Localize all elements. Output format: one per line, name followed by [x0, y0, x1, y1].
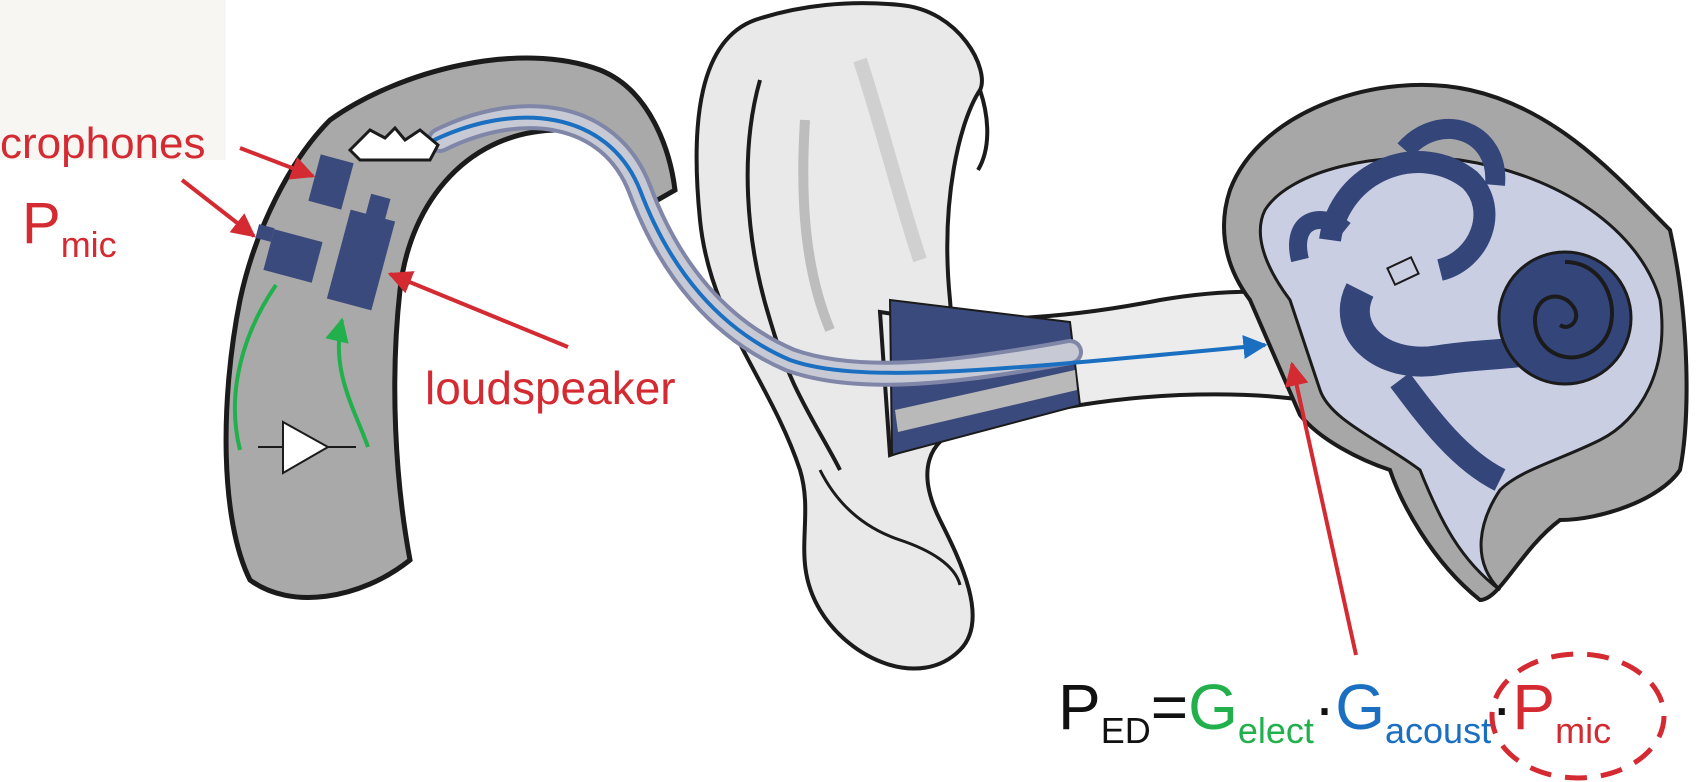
formula-g-elect: G [1188, 671, 1238, 743]
formula-g-acoust: G [1335, 671, 1385, 743]
formula-p-mic: P [1512, 671, 1555, 743]
formula-p-mic-subscript: mic [1555, 710, 1611, 751]
loudspeaker-label: loudspeaker [425, 365, 676, 411]
p-mic-label: Pmic [22, 195, 117, 253]
formula-equals: = [1151, 671, 1188, 743]
p-mic-letter: P [22, 191, 61, 256]
formula-dot-1: · [1314, 671, 1335, 743]
formula-p-ed-subscript: ED [1101, 710, 1151, 751]
inner-ear [1224, 85, 1687, 600]
microphones-label: crophones [0, 122, 205, 166]
formula-g-elect-subscript: elect [1238, 710, 1314, 751]
formula-dot-2: · [1491, 671, 1512, 743]
gain-formula: PED=Gelect·Gacoust·Pmic [1058, 675, 1611, 739]
p-mic-subscript: mic [61, 224, 117, 265]
formula-g-acoust-subscript: acoust [1385, 710, 1491, 751]
formula-p-ed: P [1058, 671, 1101, 743]
